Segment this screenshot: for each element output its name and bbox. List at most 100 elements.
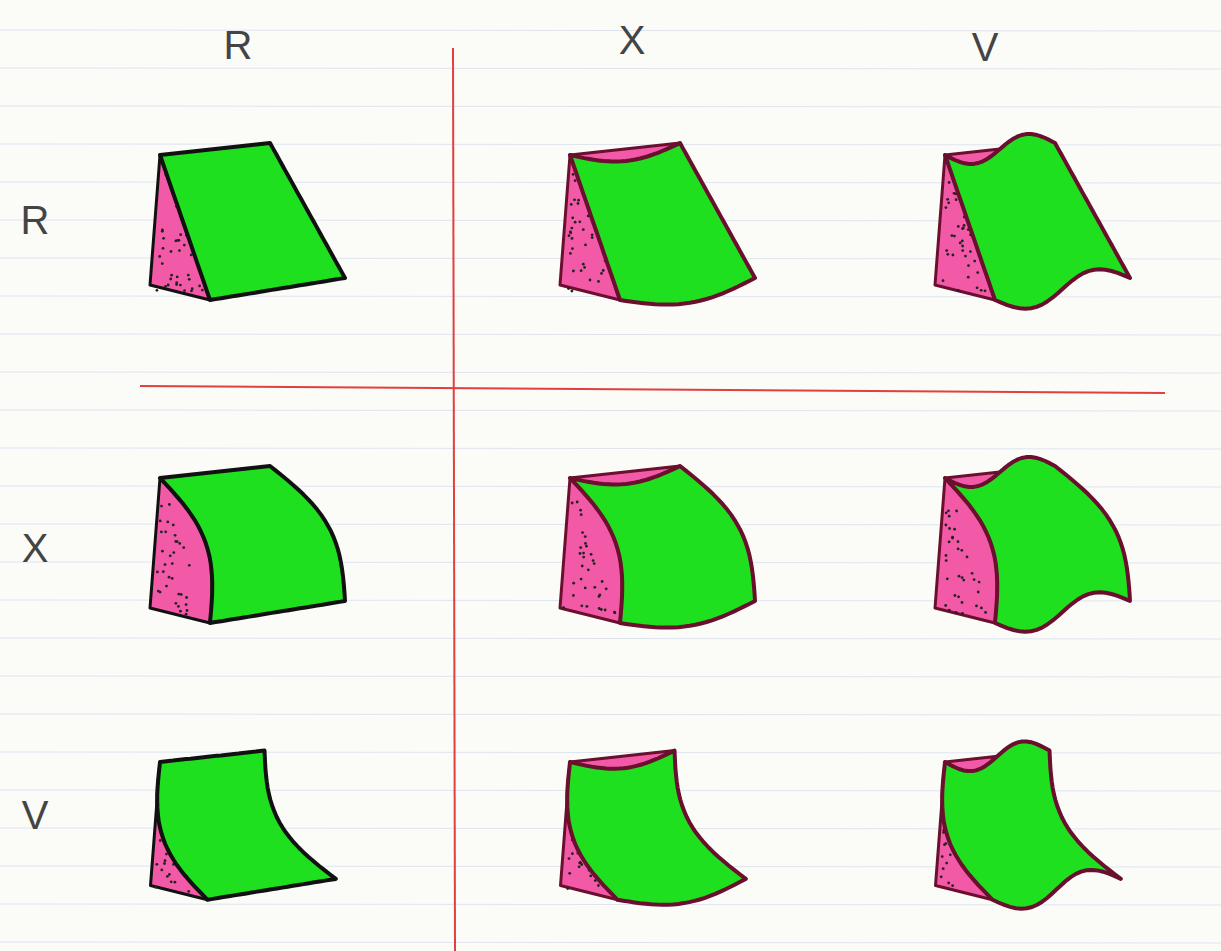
texture-dot — [942, 279, 945, 282]
texture-dot — [977, 591, 980, 594]
texture-dot — [161, 229, 164, 232]
texture-dot — [945, 559, 948, 562]
texture-dot — [948, 181, 951, 184]
texture-dot — [161, 550, 164, 553]
texture-dot — [572, 594, 575, 597]
texture-dot — [580, 604, 583, 607]
texture-dot — [182, 546, 185, 549]
texture-dot — [190, 290, 193, 293]
texture-dot — [174, 540, 177, 543]
texture-dot — [185, 603, 188, 606]
texture-dot — [586, 605, 589, 608]
texture-dot — [955, 198, 958, 201]
texture-dot — [171, 562, 174, 565]
texture-dot — [589, 279, 592, 282]
slope-face — [570, 143, 755, 305]
texture-dot — [165, 585, 168, 588]
texture-dot — [952, 254, 955, 257]
texture-dot — [957, 540, 960, 543]
texture-dot — [174, 534, 177, 537]
texture-dot — [174, 881, 177, 884]
texture-dot — [577, 199, 580, 202]
texture-dot — [951, 536, 954, 539]
texture-dot — [201, 289, 204, 292]
texture-dot — [160, 869, 163, 872]
texture-dot — [948, 541, 951, 544]
texture-dot — [568, 234, 571, 237]
texture-dot — [967, 276, 970, 279]
texture-dot — [581, 565, 584, 568]
texture-dot — [580, 863, 583, 866]
ruling-line — [0, 68, 1221, 69]
texture-dot — [984, 289, 987, 292]
texture-dot — [177, 605, 180, 608]
texture-dot — [188, 564, 191, 567]
column-label: R — [224, 25, 253, 65]
texture-dot — [946, 253, 949, 256]
texture-dot — [154, 886, 157, 889]
texture-dot — [593, 562, 596, 565]
texture-dot — [946, 198, 949, 201]
texture-dot — [941, 855, 944, 858]
texture-dot — [570, 227, 573, 230]
texture-dot — [953, 235, 956, 238]
texture-dot — [162, 247, 165, 250]
texture-dot — [571, 216, 574, 219]
texture-dot — [178, 249, 181, 252]
texture-dot — [980, 289, 983, 292]
ruling-line — [0, 106, 1221, 107]
column-label: V — [972, 27, 999, 67]
row-label: R — [21, 200, 50, 240]
texture-dot — [582, 228, 585, 231]
texture-dot — [584, 587, 587, 590]
texture-dot — [966, 556, 969, 559]
texture-dot — [961, 612, 964, 615]
texture-dot — [167, 284, 170, 287]
texture-dot — [170, 250, 173, 253]
texture-dot — [188, 278, 191, 281]
ruling-line — [0, 638, 1221, 639]
texture-dot — [945, 862, 948, 865]
texture-dot — [973, 260, 976, 263]
texture-dot — [584, 542, 587, 545]
texture-dot — [960, 549, 963, 552]
texture-dot — [589, 875, 592, 878]
texture-dot — [954, 594, 957, 597]
texture-dot — [582, 556, 585, 559]
texture-dot — [157, 590, 160, 593]
ruling-line — [0, 448, 1221, 449]
texture-dot — [946, 577, 949, 580]
texture-dot — [161, 262, 164, 265]
texture-dot — [574, 179, 577, 182]
grid-line — [140, 386, 1165, 393]
texture-dot — [591, 236, 594, 239]
texture-dot — [576, 501, 579, 504]
texture-dot — [571, 290, 574, 293]
texture-dot — [186, 609, 189, 612]
texture-dot — [164, 859, 167, 862]
texture-dot — [577, 202, 580, 205]
texture-dot — [597, 884, 600, 887]
texture-dot — [957, 289, 960, 292]
texture-dot — [579, 509, 582, 512]
texture-dot — [175, 602, 178, 605]
texture-dot — [164, 530, 167, 533]
texture-dot — [581, 531, 584, 534]
texture-dot — [948, 515, 951, 518]
texture-dot — [176, 239, 179, 242]
texture-dot — [178, 542, 181, 545]
texture-dot — [961, 227, 964, 230]
texture-dot — [962, 579, 965, 582]
slope-face — [945, 134, 1130, 309]
texture-dot — [980, 607, 983, 610]
texture-dot — [156, 571, 159, 574]
ruling-line — [0, 714, 1221, 715]
texture-dot — [591, 233, 594, 236]
ruling-line — [0, 942, 1221, 943]
texture-dot — [185, 613, 188, 616]
texture-dot — [569, 231, 572, 234]
texture-dot — [961, 245, 964, 248]
texture-dot — [580, 269, 583, 272]
texture-dot — [179, 284, 182, 287]
texture-dot — [574, 221, 577, 224]
